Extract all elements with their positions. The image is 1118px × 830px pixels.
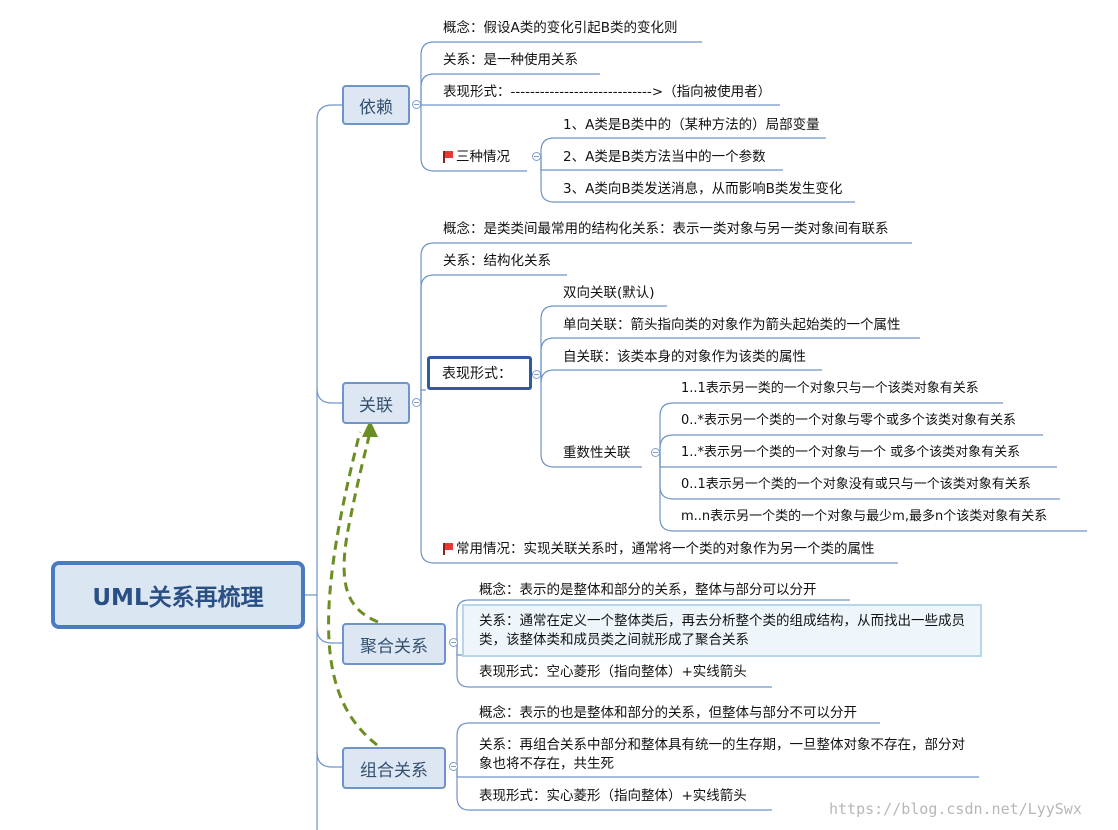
root-node[interactable]: UML关系再梳理 — [51, 561, 305, 629]
multiplicity-item[interactable]: 1..1表示另一类的一个对象只与一个该类对象有关系 — [681, 381, 979, 396]
collapse-icon[interactable] — [532, 370, 541, 379]
dependency-form[interactable]: 表现形式：----------------------------->（指向被使… — [443, 84, 772, 100]
multiplicity-item[interactable]: m..n表示另一个类的一个对象与最少m,最多n个该类对象有关系 — [681, 509, 1048, 524]
composition-concept[interactable]: 概念：表示的也是整体和部分的关系，但整体与部分不可以分开 — [479, 705, 857, 721]
aggregation-form[interactable]: 表现形式：空心菱形（指向整体）+实线箭头 — [479, 664, 747, 680]
association-relation[interactable]: 关系：结构化关系 — [443, 253, 551, 269]
association-form-bidirectional[interactable]: 双向关联(默认) — [563, 285, 655, 301]
association-form-unidirectional[interactable]: 单向关联：箭头指向类的对象作为箭头起始类的一个属性 — [563, 317, 901, 333]
dependency-case-1[interactable]: 1、A类是B类中的（某种方法的）局部变量 — [563, 117, 820, 133]
multiplicity-item[interactable]: 0..*表示另一个类的一个对象与零个或多个该类对象有关系 — [681, 413, 1017, 428]
association-form-node[interactable]: 表现形式： — [427, 356, 532, 390]
aggregation-node[interactable]: 聚合关系 — [342, 623, 446, 665]
dependency-case-3[interactable]: 3、A类向B类发送消息，从而影响B类发生变化 — [563, 181, 843, 197]
association-form-self[interactable]: 自关联：该类本身的对象作为该类的属性 — [563, 349, 806, 365]
collapse-icon[interactable] — [532, 152, 541, 161]
dependency-cases-node[interactable]: 三种情况 — [443, 148, 510, 166]
dependency-cases-label: 三种情况 — [456, 149, 510, 165]
watermark: https://blog.csdn.net/LyySwx — [829, 800, 1082, 818]
association-node[interactable]: 关联 — [342, 382, 410, 424]
dependency-node[interactable]: 依赖 — [342, 85, 410, 125]
association-common-text: 常用情况：实现关联关系时，通常将一个类的对象作为另一个类的属性 — [456, 541, 875, 557]
composition-form[interactable]: 表现形式：实心菱形（指向整体）+实线箭头 — [479, 788, 747, 804]
multiplicity-item[interactable]: 0..1表示另一个类的一个对象没有或只与一个该类对象有关系 — [681, 477, 1031, 492]
composition-relation[interactable]: 关系：再组合关系中部分和整体具有统一的生存期，一旦整体对象不存在，部分对象也将不… — [479, 737, 965, 772]
aggregation-relation[interactable]: 关系：通常在定义一个整体类后，再去分析整个类的组成结构，从而找出一些成员类，该整… — [479, 613, 965, 648]
association-multiplicity-node[interactable]: 重数性关联 — [563, 445, 631, 461]
flag-icon — [443, 543, 453, 555]
dependency-case-2[interactable]: 2、A类是B类方法当中的一个参数 — [563, 149, 766, 165]
association-common[interactable]: 常用情况：实现关联关系时，通常将一个类的对象作为另一个类的属性 — [443, 540, 875, 558]
collapse-icon[interactable] — [412, 398, 421, 407]
flag-icon — [443, 151, 453, 163]
aggregation-concept[interactable]: 概念：表示的是整体和部分的关系，整体与部分可以分开 — [479, 582, 817, 598]
collapse-icon[interactable] — [449, 638, 458, 647]
dependency-concept[interactable]: 概念：假设A类的变化引起B类的变化则 — [443, 20, 678, 36]
composition-node[interactable]: 组合关系 — [342, 747, 446, 789]
selection-highlight — [462, 604, 982, 657]
dependency-relation[interactable]: 关系：是一种使用关系 — [443, 52, 578, 68]
collapse-icon[interactable] — [412, 100, 421, 109]
multiplicity-item[interactable]: 1..*表示另一个类的一个对象与一个 或多个该类对象有关系 — [681, 445, 1021, 460]
collapse-icon[interactable] — [651, 448, 660, 457]
association-concept[interactable]: 概念：是类类间最常用的结构化关系：表示一类对象与另一类对象间有联系 — [443, 221, 889, 237]
collapse-icon[interactable] — [449, 762, 458, 771]
